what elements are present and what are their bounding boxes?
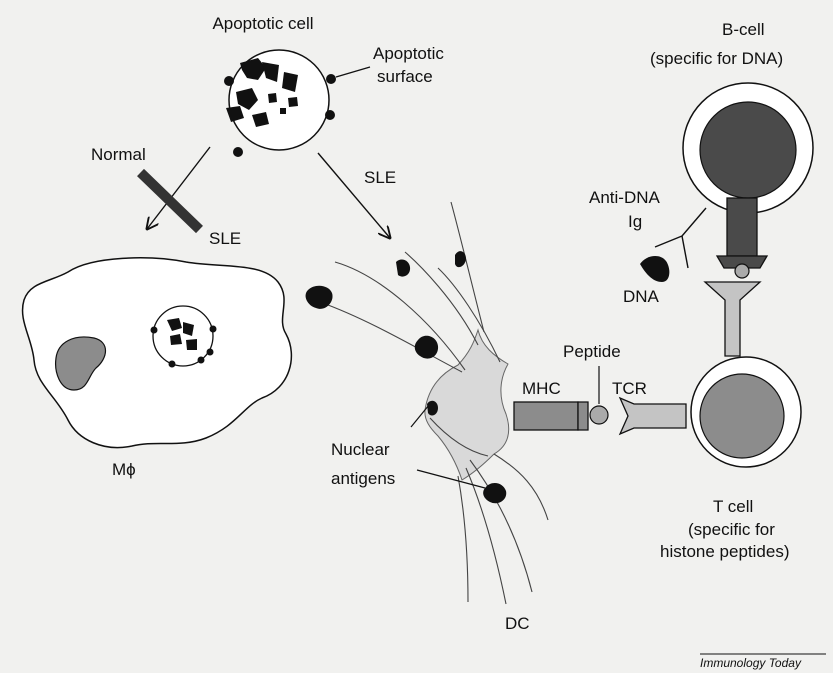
arrow-to-dendritic-cell xyxy=(318,153,390,238)
nuclear-antigens-leader-2 xyxy=(417,470,485,488)
b-cell-label-line2: (specific for DNA) xyxy=(650,49,783,68)
blocked-clearance-bar xyxy=(137,169,203,233)
b-cell-label-line1: B-cell xyxy=(722,20,765,39)
dna-label: DNA xyxy=(623,287,660,306)
b-cell-receptor-stalk xyxy=(727,198,757,256)
dendritic-cell xyxy=(306,202,548,604)
b-cell xyxy=(683,83,813,278)
mhc-groove xyxy=(578,402,588,430)
mhc-molecule xyxy=(514,402,578,430)
bound-histone-peptide xyxy=(735,264,749,278)
t-cell-surface-receptor xyxy=(705,282,760,356)
tcr-label: TCR xyxy=(612,379,647,398)
sle-label-left: SLE xyxy=(209,229,241,248)
t-cell-label-line3: histone peptides) xyxy=(660,542,789,561)
normal-label: Normal xyxy=(91,145,146,164)
apoptotic-surface-label-line1: Apoptotic xyxy=(373,44,444,63)
apoptotic-cell-label: Apoptotic cell xyxy=(212,14,313,33)
anti-dna-label-line2: Ig xyxy=(628,212,642,231)
macrophage xyxy=(23,258,292,448)
nuclear-antigens-label-line2: antigens xyxy=(331,469,395,488)
dc-label: DC xyxy=(505,614,530,633)
t-cell-label-line2: (specific for xyxy=(688,520,775,539)
t-cell-label-line1: T cell xyxy=(713,497,753,516)
phagocytosed-apoptotic-cell xyxy=(153,306,213,366)
credit-label: Immunology Today xyxy=(700,656,802,670)
nuclear-antigens-label-line1: Nuclear xyxy=(331,440,390,459)
sle-label-top: SLE xyxy=(364,168,396,187)
t-cell-nucleus xyxy=(700,374,784,458)
tcr-molecule xyxy=(620,398,686,434)
mhc-label: MHC xyxy=(522,379,561,398)
peptide xyxy=(590,406,608,424)
apoptotic-cell xyxy=(224,50,336,157)
macrophage-label: Mϕ xyxy=(112,460,136,479)
apoptotic-surface-leader xyxy=(336,67,370,77)
t-cell xyxy=(691,282,801,467)
b-cell-nucleus xyxy=(700,102,796,198)
anti-dna-label-line1: Anti-DNA xyxy=(589,188,661,207)
dna-fragment xyxy=(640,256,669,282)
peptide-label: Peptide xyxy=(563,342,621,361)
apoptotic-surface-label-line2: surface xyxy=(377,67,433,86)
